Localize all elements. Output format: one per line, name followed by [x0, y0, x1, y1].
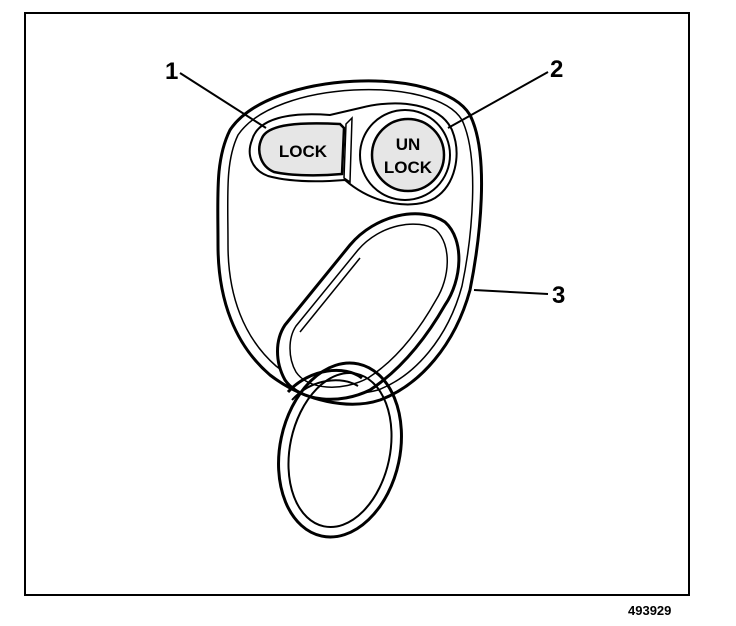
callout-1: 1 — [165, 58, 179, 85]
leader-line-1 — [179, 72, 267, 129]
lock-button[interactable] — [258, 122, 346, 177]
keychain-slot-inner — [289, 223, 448, 388]
key-ring-coil-inner — [291, 379, 359, 401]
figure-id: 493929 — [628, 603, 672, 618]
fob-body-inner — [226, 88, 474, 395]
slot-bevel-line — [299, 257, 361, 333]
key-ring-outer — [277, 361, 403, 539]
button-divider — [343, 116, 353, 184]
unlock-button[interactable] — [370, 117, 446, 193]
leader-line-3 — [473, 289, 549, 295]
lock-button-label: LOCK — [279, 142, 328, 161]
callout-3: 3 — [552, 282, 566, 309]
key-ring-coil — [286, 368, 363, 394]
callout-2: 2 — [550, 56, 564, 83]
unlock-button-label-line1: UN — [396, 135, 421, 154]
leader-line-2 — [447, 71, 549, 129]
unlock-button-label-line2: LOCK — [384, 158, 433, 177]
